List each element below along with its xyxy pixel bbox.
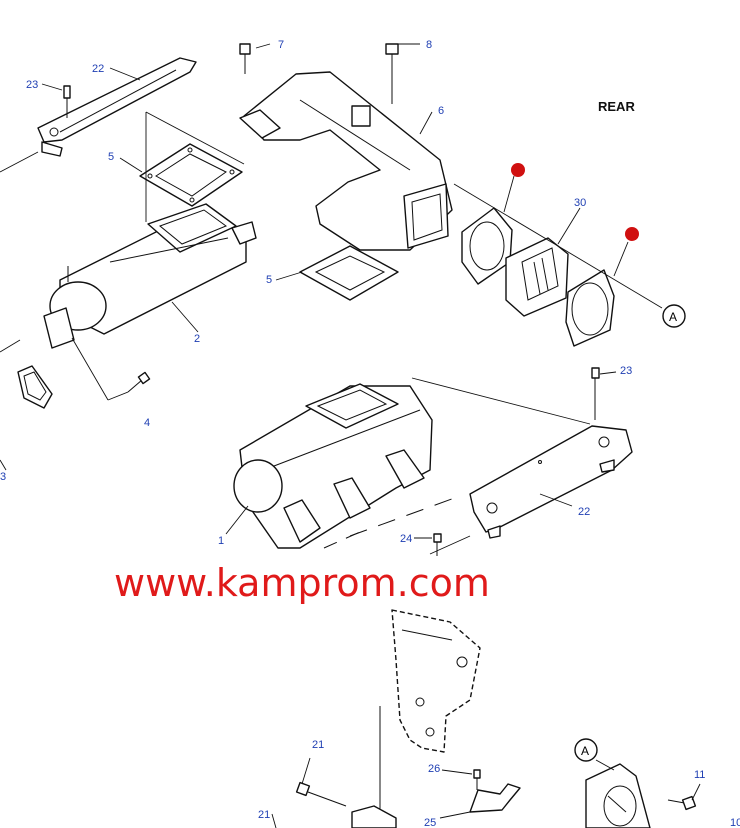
callout-2[interactable]: 2 xyxy=(194,333,200,345)
manifold-2[interactable] xyxy=(43,203,257,349)
plate-21[interactable] xyxy=(351,805,397,828)
svg-text:A: A xyxy=(669,310,677,324)
callout-22-top[interactable]: 22 xyxy=(92,63,104,75)
highlight-callout-31-right[interactable]: 31 xyxy=(625,227,639,241)
callout-10[interactable]: 10 xyxy=(730,817,740,828)
svg-text:A: A xyxy=(581,744,589,758)
bolt-4[interactable] xyxy=(127,371,151,393)
bracket-22-right[interactable] xyxy=(469,425,633,539)
support-bracket[interactable] xyxy=(379,609,481,828)
svg-text:31: 31 xyxy=(626,229,638,241)
callout-5-lower[interactable]: 5 xyxy=(266,274,272,286)
reference-mark-a-upper[interactable]: A xyxy=(662,304,686,328)
callout-25[interactable]: 25 xyxy=(424,817,436,828)
gasket-31-left[interactable] xyxy=(461,207,513,285)
callout-30[interactable]: 30 xyxy=(574,197,586,209)
clip-25[interactable] xyxy=(469,783,521,813)
gasket-5-lower[interactable] xyxy=(299,245,399,301)
reference-mark-a-lower[interactable]: A xyxy=(574,738,598,762)
callout-7[interactable]: 7 xyxy=(278,39,284,51)
dashed-lines xyxy=(323,495,461,549)
callout-22-right[interactable]: 22 xyxy=(578,506,590,518)
bolt-23-right[interactable] xyxy=(591,367,600,420)
callout-1[interactable]: 1 xyxy=(218,535,224,547)
gasket-3[interactable] xyxy=(17,365,53,409)
gasket-31-right[interactable] xyxy=(565,269,615,347)
callout-21-lower[interactable]: 21 xyxy=(258,809,270,821)
bolt-24[interactable] xyxy=(433,533,442,556)
highlight-callout-31-left[interactable]: 31 xyxy=(511,163,525,177)
callout-26[interactable]: 26 xyxy=(428,763,440,775)
callout-24[interactable]: 24 xyxy=(400,533,412,545)
bolt-8[interactable] xyxy=(385,43,399,104)
bolt-23-top[interactable] xyxy=(63,85,71,118)
leader-lines xyxy=(0,43,701,828)
svg-text:31: 31 xyxy=(512,165,524,177)
rear-label: REAR xyxy=(598,99,635,114)
bolt-21[interactable] xyxy=(295,781,347,807)
manifold-1[interactable] xyxy=(233,383,433,549)
valve-30[interactable] xyxy=(505,237,569,317)
elbow-fitting[interactable] xyxy=(585,763,651,828)
callouts: 23 22 7 8 6 5 5 2 4 3 30 23 22 1 24 21 2… xyxy=(0,39,740,828)
callout-5-upper[interactable]: 5 xyxy=(108,151,114,163)
bracket-22-top[interactable] xyxy=(37,57,197,157)
bolt-7[interactable] xyxy=(239,43,251,74)
gasket-5-upper[interactable] xyxy=(139,143,243,207)
callout-3[interactable]: 3 xyxy=(0,471,6,483)
watermark: www.kamprom.com xyxy=(114,561,490,605)
callout-11[interactable]: 11 xyxy=(694,769,705,781)
callout-8[interactable]: 8 xyxy=(426,39,432,51)
callout-23-right[interactable]: 23 xyxy=(620,365,632,377)
callout-6[interactable]: 6 xyxy=(438,105,444,117)
crossover-pipe-6[interactable] xyxy=(239,71,453,251)
bolt-11[interactable] xyxy=(667,795,697,811)
callout-23-top[interactable]: 23 xyxy=(26,79,38,91)
callout-4[interactable]: 4 xyxy=(144,417,150,429)
callout-21-upper[interactable]: 21 xyxy=(312,739,324,751)
bolt-26[interactable] xyxy=(473,769,481,790)
